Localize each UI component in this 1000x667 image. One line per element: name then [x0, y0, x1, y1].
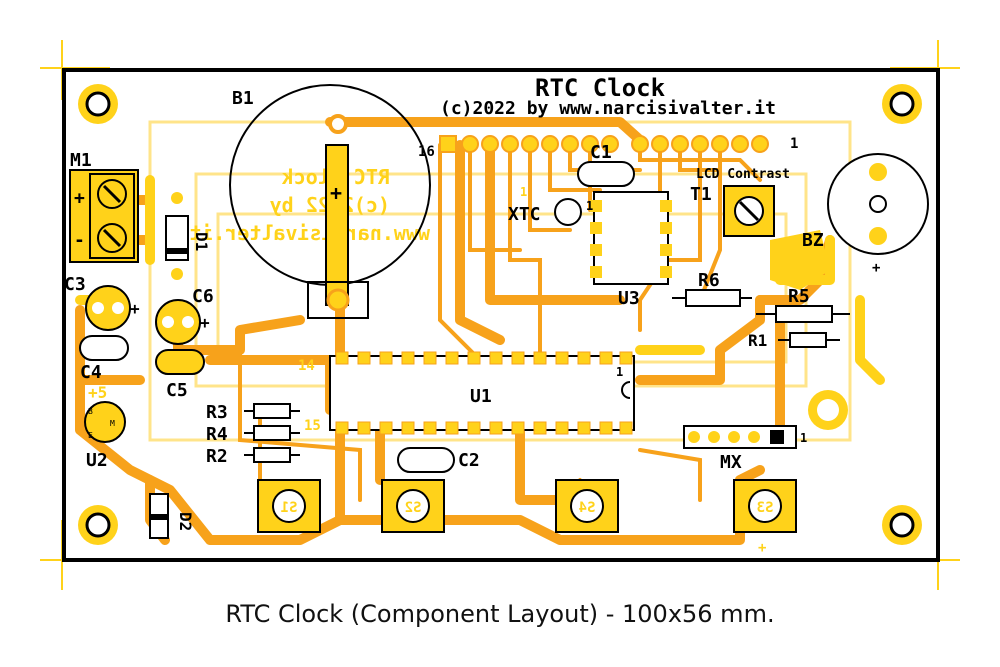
- label-b1: B1: [232, 88, 254, 109]
- button-s2: S2: [381, 479, 445, 533]
- label-c6: C6: [192, 286, 214, 307]
- label-u2: U2: [86, 450, 108, 471]
- cap-c2: [397, 447, 455, 473]
- label-c4: C4: [80, 362, 102, 383]
- svg-text:E: E: [88, 431, 93, 440]
- label-mx: MX: [720, 452, 742, 473]
- board-title: RTC Clock: [535, 74, 666, 102]
- svg-text:+: +: [872, 260, 880, 276]
- resistor-r2: [244, 447, 300, 463]
- button-s4-label: S4: [579, 500, 596, 516]
- label-plus5: +5: [88, 383, 107, 402]
- mirror-line-3: www.narcisivalter.it: [189, 221, 430, 245]
- cap-c4: [79, 335, 129, 361]
- button-s1-label: S1: [281, 500, 298, 516]
- label-c1: C1: [590, 142, 612, 163]
- ic-u3: [590, 191, 672, 285]
- button-s3: S3 +: [733, 479, 797, 556]
- label-pin1c: 1: [586, 199, 593, 213]
- label-u3: U3: [618, 288, 640, 309]
- label-r1: R1: [748, 331, 767, 350]
- cap-c5: [155, 349, 205, 375]
- trimmer-t1: [723, 185, 775, 237]
- ic-u1: [329, 351, 635, 435]
- svg-text:+: +: [74, 188, 85, 209]
- regulator-u2: B E M: [84, 401, 126, 443]
- label-lcd-contrast: LCD Contrast: [696, 167, 790, 182]
- terminal-m1: + -: [69, 169, 139, 263]
- svg-text:+: +: [758, 540, 766, 556]
- label-pin1e: 1: [800, 431, 807, 445]
- label-u1: U1: [470, 386, 492, 407]
- label-m1: M1: [70, 150, 92, 171]
- button-s2-label: S2: [405, 500, 422, 516]
- component-labels: B1 M1 D1 C3 C6 C4 C5 +5 U2 R3 R4 R2 C1 X…: [64, 88, 824, 531]
- cap-c6: +: [155, 299, 210, 345]
- crystal-xtc: [554, 198, 582, 226]
- label-pin1d: 1: [520, 185, 527, 199]
- label-c3: C3: [64, 274, 86, 295]
- label-pin1b: 1: [616, 365, 623, 379]
- board-subtitle: (c)2022 by www.narcisivalter.it: [440, 98, 776, 119]
- layout-caption: RTC Clock (Component Layout) - 100x56 mm…: [225, 600, 775, 628]
- svg-text:+: +: [130, 299, 140, 318]
- resistor-r1: [778, 332, 840, 348]
- buzzer-bz: +: [827, 153, 929, 276]
- svg-text:+: +: [330, 181, 342, 205]
- diode-d1: [165, 192, 189, 280]
- label-r3: R3: [206, 402, 228, 423]
- diode-d2: [149, 493, 169, 539]
- label-r2: R2: [206, 446, 228, 467]
- label-d1: D1: [192, 232, 211, 251]
- button-s3-label: S3: [757, 500, 774, 516]
- label-c2: C2: [458, 450, 480, 471]
- label-pin16: 16: [418, 144, 435, 160]
- resistor-r6: [672, 289, 752, 307]
- label-bz: BZ: [802, 230, 824, 251]
- resistor-r5: [756, 305, 850, 323]
- label-r6: R6: [698, 270, 720, 291]
- resistor-r4: [244, 425, 300, 441]
- resistor-r3: [244, 403, 300, 419]
- cap-c1: [577, 161, 635, 187]
- svg-text:M: M: [110, 419, 115, 428]
- cap-c3: +: [85, 285, 140, 331]
- label-r5: R5: [788, 286, 810, 307]
- mounting-holes: [78, 84, 922, 545]
- mirror-text: RTC Clock (c)2022 by www.narcisivalter.i…: [189, 165, 430, 245]
- label-xtc: XTC: [508, 204, 541, 225]
- bz-pad-area: [770, 230, 830, 290]
- label-r4: R4: [206, 424, 228, 445]
- lcd-header-pads: [439, 135, 769, 153]
- button-s4: S4: [555, 479, 619, 533]
- label-pin15: 15: [304, 418, 321, 434]
- label-c5: C5: [166, 380, 188, 401]
- svg-text:+: +: [200, 313, 210, 332]
- label-pin1: 1: [790, 136, 798, 152]
- label-t1: T1: [690, 184, 712, 205]
- header-mx: [683, 425, 797, 449]
- svg-text:-: -: [74, 230, 85, 251]
- battery-b1: +: [229, 84, 431, 319]
- label-pin14: 14: [298, 358, 315, 374]
- button-s1: S1: [257, 479, 321, 533]
- svg-text:B: B: [88, 407, 93, 416]
- label-d2: D2: [176, 512, 195, 531]
